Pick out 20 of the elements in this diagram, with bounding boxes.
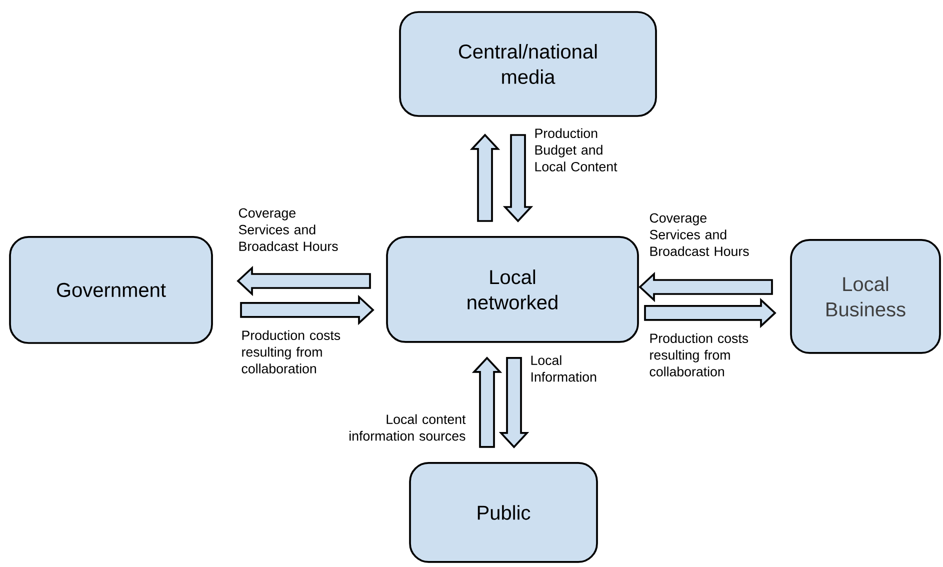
block-arrow (470, 134, 500, 222)
rounded-box: Central/national media (399, 11, 657, 117)
rounded-box: Local Business (790, 239, 941, 354)
edge-label: Local content information sources (350, 414, 466, 441)
edge-label: Local Information (531, 355, 596, 382)
edge-label: Production Budget and Local Content (535, 128, 618, 172)
edge-label: Production costs resulting from collaboration (650, 333, 748, 376)
edge-label: Production costs resulting from collaboration (242, 330, 340, 374)
edge-label: Coverage Services and Broadcast Hours (650, 213, 749, 256)
block-arrow (472, 356, 502, 448)
block-arrow (638, 272, 773, 302)
rounded-box: Public (409, 462, 598, 563)
rounded-box: Local networked (386, 236, 639, 343)
block-arrow (644, 298, 776, 328)
rounded-box: Government (9, 236, 213, 344)
block-arrow (240, 294, 374, 326)
block-arrow (498, 357, 530, 448)
block-arrow (236, 266, 371, 296)
edge-label: Coverage Services and Broadcast Hours (238, 208, 338, 252)
block-arrow (502, 134, 534, 222)
